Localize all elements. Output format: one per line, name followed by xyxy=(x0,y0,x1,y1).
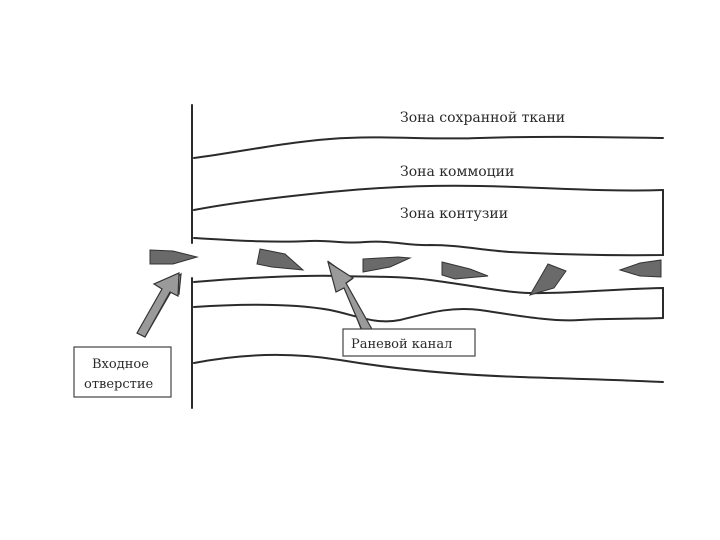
wound-channel-label-box xyxy=(342,328,476,357)
lower-commotion-boundary xyxy=(193,354,664,383)
upper-channel-wall xyxy=(193,189,664,257)
label-wound-channel: Раневой канал xyxy=(351,337,452,352)
preserved-zone-boundary xyxy=(193,135,664,159)
bullet-fragment xyxy=(362,256,412,273)
bullet-fragment xyxy=(528,263,567,296)
lower-contusion-boundary xyxy=(193,303,664,323)
label-entry-line2: отверстие xyxy=(84,377,153,392)
lower-channel-wall xyxy=(193,274,664,319)
bullet-fragment xyxy=(618,259,662,278)
label-preserved-zone: Зона сохранной ткани xyxy=(400,110,565,126)
label-commotion-zone: Зона коммоции xyxy=(400,164,514,180)
bullet-fragment xyxy=(441,261,489,280)
label-contusion-zone: Зона контузии xyxy=(400,206,508,222)
commotion-zone-boundary xyxy=(193,184,664,211)
bullet-fragment xyxy=(256,248,305,271)
wound-channel-pointer-arrow xyxy=(327,260,375,336)
entry-hole-label-box xyxy=(73,346,172,398)
entry-pointer-arrow xyxy=(136,272,182,338)
label-entry-line1: Входное xyxy=(92,357,149,372)
bullet-fragment xyxy=(149,249,199,265)
